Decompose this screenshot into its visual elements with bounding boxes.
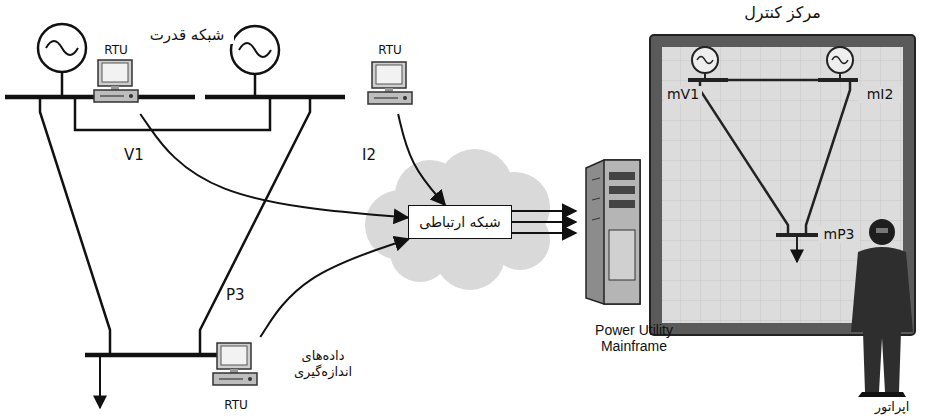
generator-sine [46,41,78,55]
measurement-name: mI2 [858,86,902,103]
node-label: RTU [378,44,402,58]
data-arrow [512,221,576,223]
node-label: RTU [224,399,248,413]
operator-label: اپراتور [858,399,926,415]
network-cloud [365,149,550,290]
node-label: RTU [104,44,128,58]
measurement-name: mP3 [818,226,860,243]
rtu-unit: RTU [208,337,264,413]
generator-symbol [38,24,86,72]
signal-name: V1 [122,146,146,164]
load-arrow [99,355,101,408]
signal-name: P3 [224,286,247,304]
node-label: مرکز کنترل [744,4,821,22]
measurement-link [260,239,408,337]
generator-symbol [231,26,279,74]
rtu-unit: RTU [364,44,416,114]
data-arrow [512,210,576,212]
generator-lead [61,72,64,97]
signal-name: I2 [360,146,378,164]
operator-figure [851,219,913,397]
transmission-line [40,97,110,355]
rtu-computer [213,343,257,385]
mainframe-computer [586,160,640,304]
node-label: Power Utility Mainframe [576,322,692,354]
rtu-computer [94,60,138,102]
mainframe-node: Power Utility Mainframe [576,158,692,354]
data-caption: داده‌های اندازه‌گیری [282,348,364,379]
data-arrow [512,232,576,234]
node-label: شبکه ارتباطی [419,214,501,230]
section-title: شبکه قدرت [140,26,234,44]
measurement-link [140,114,408,218]
busbar [205,95,345,100]
network-box: شبکه ارتباطی [408,205,512,239]
busbar [85,353,225,358]
rtu-computer [368,62,412,104]
transmission-line [200,97,310,355]
generator-sine [239,43,271,57]
measurement-name: mV1 [664,86,702,103]
rtu-unit: RTU [90,44,142,114]
control-center: مرکز کنترل [650,4,915,335]
measurement-link [398,114,445,205]
generator-lead [254,74,257,97]
